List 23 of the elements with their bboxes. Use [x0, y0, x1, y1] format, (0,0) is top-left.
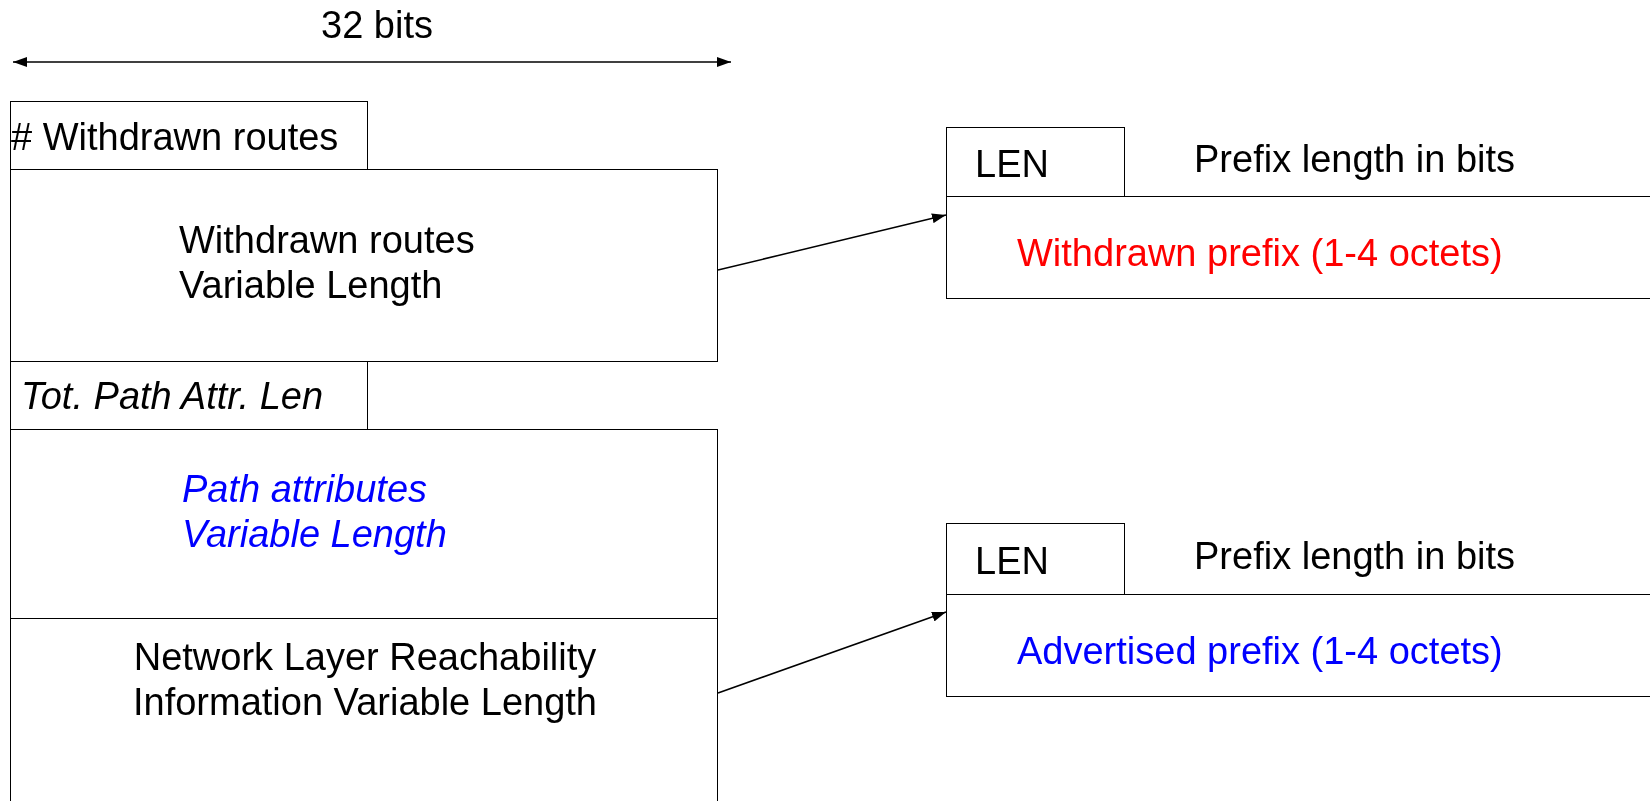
field-box: [946, 196, 1650, 299]
field-label: Withdrawn routes Variable Length: [179, 218, 476, 308]
field-label: Advertised prefix (1-4 octets): [1017, 629, 1503, 674]
field-box: [946, 127, 1125, 197]
field-label: LEN: [975, 142, 1049, 187]
field-box: [10, 429, 718, 619]
field-box: [10, 169, 718, 362]
field-description: Prefix length in bits: [1194, 535, 1516, 578]
field-box: [10, 618, 718, 801]
field-box: [10, 101, 368, 170]
arrow: [717, 610, 947, 694]
arrow: [717, 212, 947, 271]
field-label: Network Layer Reachability Information Variable Length: [131, 635, 598, 725]
field-label: # Withdrawn routes: [11, 115, 339, 160]
field-label: LEN: [975, 539, 1049, 584]
dimension-label: 32 bits: [321, 4, 433, 47]
field-box: [10, 361, 368, 430]
field-box: [946, 523, 1125, 595]
field-box: [946, 594, 1650, 697]
field-label: Tot. Path Attr. Len: [21, 374, 324, 419]
field-label: Withdrawn prefix (1-4 octets): [1017, 231, 1503, 276]
field-label: Path attributes Variable Length: [182, 467, 448, 557]
field-description: Prefix length in bits: [1194, 138, 1516, 181]
